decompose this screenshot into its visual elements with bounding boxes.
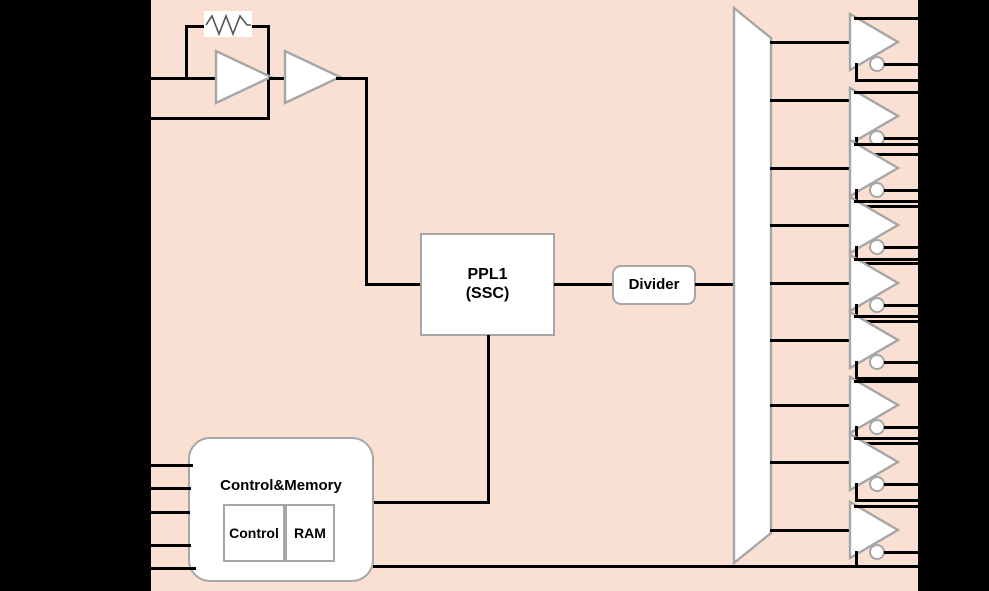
ram-sub-block[interactable]: RAM	[285, 504, 335, 562]
wire-buffer-4-out-p	[854, 200, 918, 203]
wire-amp1-to-amp2	[269, 77, 285, 80]
wire-xout-pin	[151, 117, 270, 120]
buffer-1-inverting-bubble-icon	[869, 56, 885, 72]
wire-buffer-1-out-p	[854, 17, 918, 20]
ram-sub-label: RAM	[294, 524, 326, 541]
wire-pll-to-control-vertical	[487, 335, 490, 503]
wire-buffer-6-out-p	[854, 315, 918, 318]
wire-buffer-8-out-p	[854, 437, 918, 440]
buffer-9-inverting-bubble-icon	[869, 544, 885, 560]
wire-pll-to-divider	[554, 283, 614, 286]
wire-mux-out-7	[770, 404, 852, 407]
wire-buffer-9-out-n-drop	[855, 551, 858, 567]
wire-buffer-1-out-n	[884, 63, 918, 66]
control-memory-title: Control&Memory	[220, 477, 342, 494]
wire-buffer-6-out-n-tail	[855, 377, 918, 380]
wire-buffer-8-out-n-tail	[855, 499, 918, 502]
wire-mux-out-3	[770, 167, 852, 170]
wire-buffer-1-out-n-drop	[855, 63, 858, 81]
wire-buffer-1-out-n-tail	[855, 79, 918, 82]
wire-control-pin-3	[151, 511, 190, 514]
wire-control-pin-5	[151, 567, 196, 570]
diagram-content-area: PPL1 (SSC) Divider	[151, 0, 918, 591]
wire-buffer-2-out-n	[884, 137, 918, 140]
wire-buffer-4-out-n-drop	[855, 246, 858, 264]
wire-feedback-top-left	[185, 25, 208, 28]
wire-mux-out-4	[770, 224, 852, 227]
wire-control-pin-4	[151, 544, 191, 547]
wire-buffer-4-out-n-tail	[855, 262, 918, 265]
wire-buffer-3-out-n	[884, 189, 918, 192]
resistor-icon	[204, 11, 252, 37]
wire-buffer-9-out-p	[854, 505, 918, 508]
wire-feedback-top-right	[250, 25, 270, 28]
wire-control-pin-1	[151, 464, 193, 467]
wire-buffer-3-out-n-drop	[855, 189, 858, 207]
wire-buffer-9-out-n	[884, 551, 918, 554]
wire-buffer-6-out-n-drop	[855, 361, 858, 379]
wire-feedback-right-vertical	[267, 25, 270, 120]
wire-buffer-6-out-n	[884, 361, 918, 364]
wire-buffer-5-out-n	[884, 304, 918, 307]
wire-buffer-9-out-n-tail	[855, 565, 918, 568]
divider-label: Divider	[628, 276, 680, 294]
wire-mux-out-9	[770, 529, 852, 532]
wire-buffer-8-out-n	[884, 483, 918, 486]
wire-mux-out-8	[770, 461, 852, 464]
wire-buffer-5-out-n-tail	[855, 320, 918, 323]
wire-buffer-2-out-n-tail	[855, 153, 918, 156]
wire-buffer-7-out-p	[854, 380, 918, 383]
wire-buffer-3-out-p	[854, 143, 918, 146]
pll-label-line2: (SSC)	[465, 284, 510, 302]
wire-buffer-7-out-n	[884, 426, 918, 429]
control-sub-block[interactable]: Control	[223, 504, 285, 562]
control-sub-label: Control	[229, 524, 279, 541]
oscillator-amp1-icon	[214, 49, 274, 105]
wire-buffer-2-out-p	[854, 91, 918, 94]
wire-buffer-8-out-n-drop	[855, 483, 858, 501]
wire-pll-to-control-horizontal	[373, 501, 490, 504]
wire-control-feedback-bottom	[373, 565, 858, 568]
oscillator-amp2-icon	[283, 49, 343, 105]
wire-amp2-output	[336, 77, 368, 80]
wire-osc-to-pll-horizontal	[365, 283, 421, 286]
buffer-6-inverting-bubble-icon	[869, 354, 885, 370]
divider-block[interactable]: Divider	[612, 265, 696, 305]
wire-mux-out-2	[770, 99, 852, 102]
pll-block[interactable]: PPL1 (SSC)	[420, 233, 555, 336]
wire-feedback-left-vertical	[185, 25, 188, 80]
pll-label-line1: PPL1	[467, 266, 508, 284]
wire-mux-out-5	[770, 282, 852, 285]
wire-divider-to-mux	[695, 283, 735, 286]
multiplexer-icon[interactable]	[731, 5, 775, 567]
buffer-8-inverting-bubble-icon	[869, 476, 885, 492]
wire-buffer-7-out-n-tail	[855, 442, 918, 445]
wire-buffer-3-out-n-tail	[855, 205, 918, 208]
wire-mux-out-6	[770, 339, 852, 342]
wire-mux-out-1	[770, 41, 852, 44]
wire-osc-to-pll-vertical	[365, 77, 368, 285]
wire-buffer-5-out-n-drop	[855, 304, 858, 322]
wire-buffer-5-out-p	[854, 258, 918, 261]
wire-buffer-4-out-n	[884, 246, 918, 249]
control-memory-block[interactable]: Control&Memory Control RAM	[188, 437, 374, 582]
wire-control-pin-2	[151, 487, 191, 490]
wire-buffer-7-out-n-drop	[855, 426, 858, 444]
